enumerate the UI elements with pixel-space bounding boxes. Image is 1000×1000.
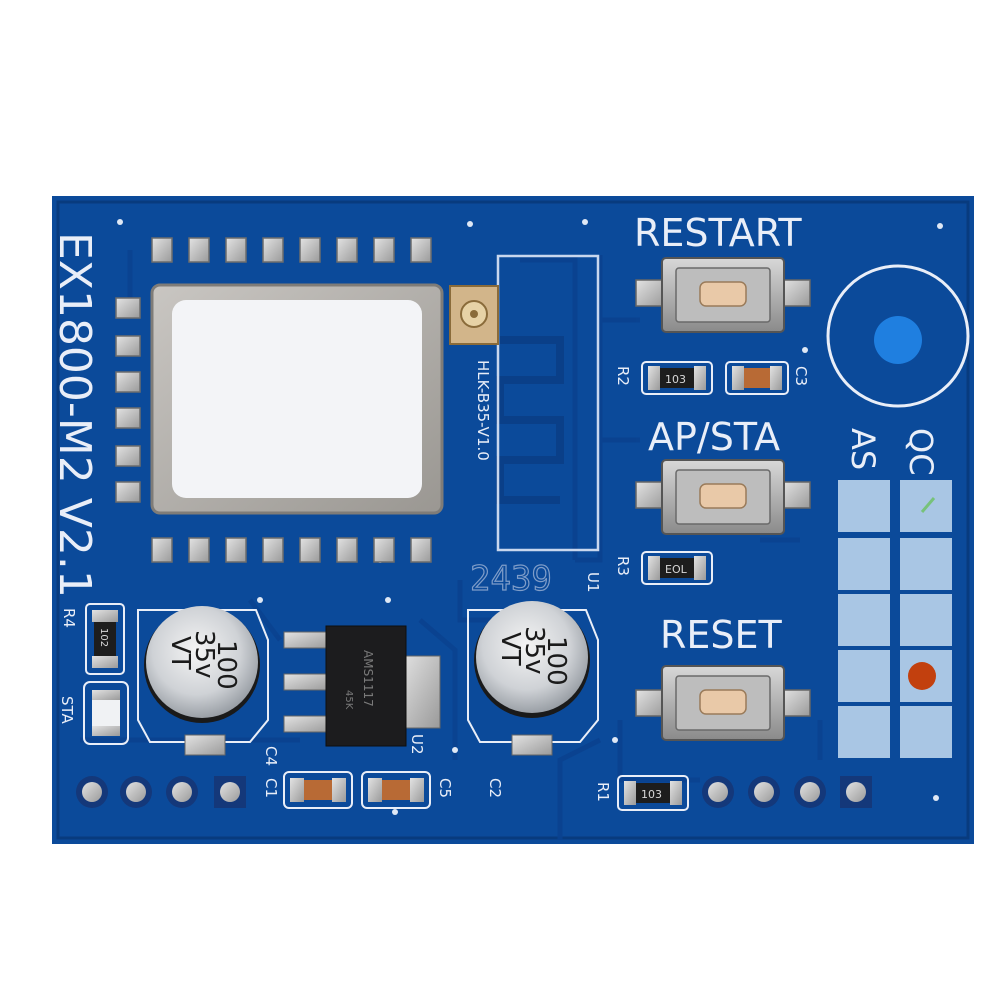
capacitor-c1: [283, 771, 353, 809]
wifi-module-label-sticker: [172, 300, 422, 498]
mounting-hole-ring: [826, 264, 970, 408]
capacitor-c3: [725, 361, 789, 395]
cap-left-series: VT: [165, 636, 195, 670]
pcb-traces: [80, 250, 823, 840]
resistor-r1: 103: [617, 775, 689, 811]
mounting-hole: [874, 316, 922, 364]
reset-button[interactable]: [635, 665, 811, 741]
cap-left-voltage: 35v: [189, 630, 219, 678]
restart-label: RESTART: [634, 211, 802, 255]
r3-value: EOL: [665, 563, 688, 576]
header-pins-left: [76, 776, 246, 808]
r1-value: 103: [641, 788, 662, 801]
ref-u2: U2: [408, 734, 426, 755]
reset-label: RESET: [660, 613, 783, 657]
regulator-u2: AMS1117 45K: [283, 625, 441, 747]
ref-r3: R3: [614, 556, 632, 576]
module-pads-left: [115, 297, 141, 503]
ref-c5: C5: [436, 778, 454, 798]
module-pads-top: [151, 237, 432, 263]
ap-sta-label: AP/STA: [648, 415, 780, 459]
antenna-keepout: [496, 254, 600, 552]
ref-c4: C4: [262, 746, 280, 766]
ref-c3: C3: [792, 366, 810, 386]
r4-value: 102: [98, 628, 109, 647]
capacitor-c5: [361, 771, 431, 809]
ref-c1: C1: [262, 778, 280, 798]
qc-dot-mark: [908, 662, 936, 690]
ap-sta-button[interactable]: [635, 459, 811, 535]
capacitor-c2: 100 35v VT: [467, 601, 599, 756]
regulator-sub: 45K: [343, 690, 354, 710]
capacitor-c4: 100 35v VT: [137, 606, 269, 756]
ref-c2: C2: [486, 778, 504, 798]
cap-right-voltage: 35v: [519, 626, 549, 674]
module-pads-bottom: [151, 537, 432, 563]
board-name: EX1800-M2 V2.1: [49, 232, 100, 598]
qc-check-mark: [920, 497, 936, 513]
cap-left-value: 100: [211, 640, 241, 690]
cap-right-series: VT: [495, 632, 525, 666]
resistor-r3: EOL: [641, 551, 713, 585]
as-label: AS: [844, 428, 882, 470]
cap-right-value: 100: [541, 636, 571, 686]
header-pins-right: [702, 776, 872, 808]
module-label: HLK-B35-V1.0: [474, 360, 492, 461]
antenna-trace: [496, 336, 564, 504]
qc-label: QC: [902, 428, 940, 476]
ref-r2: R2: [614, 366, 632, 386]
resistor-r2: 103: [641, 361, 713, 395]
qc-grid: [838, 480, 952, 758]
resistor-r4: 102: [85, 603, 125, 675]
sta-led: [83, 681, 129, 745]
ref-u1: U1: [584, 572, 602, 593]
regulator-marking: AMS1117: [361, 650, 375, 707]
ref-r1: R1: [594, 782, 612, 802]
restart-button[interactable]: [635, 257, 811, 333]
r2-value: 103: [665, 373, 686, 386]
ref-sta: STA: [58, 696, 76, 725]
batch-code: 2439: [470, 559, 552, 599]
ref-r4: R4: [60, 608, 78, 628]
